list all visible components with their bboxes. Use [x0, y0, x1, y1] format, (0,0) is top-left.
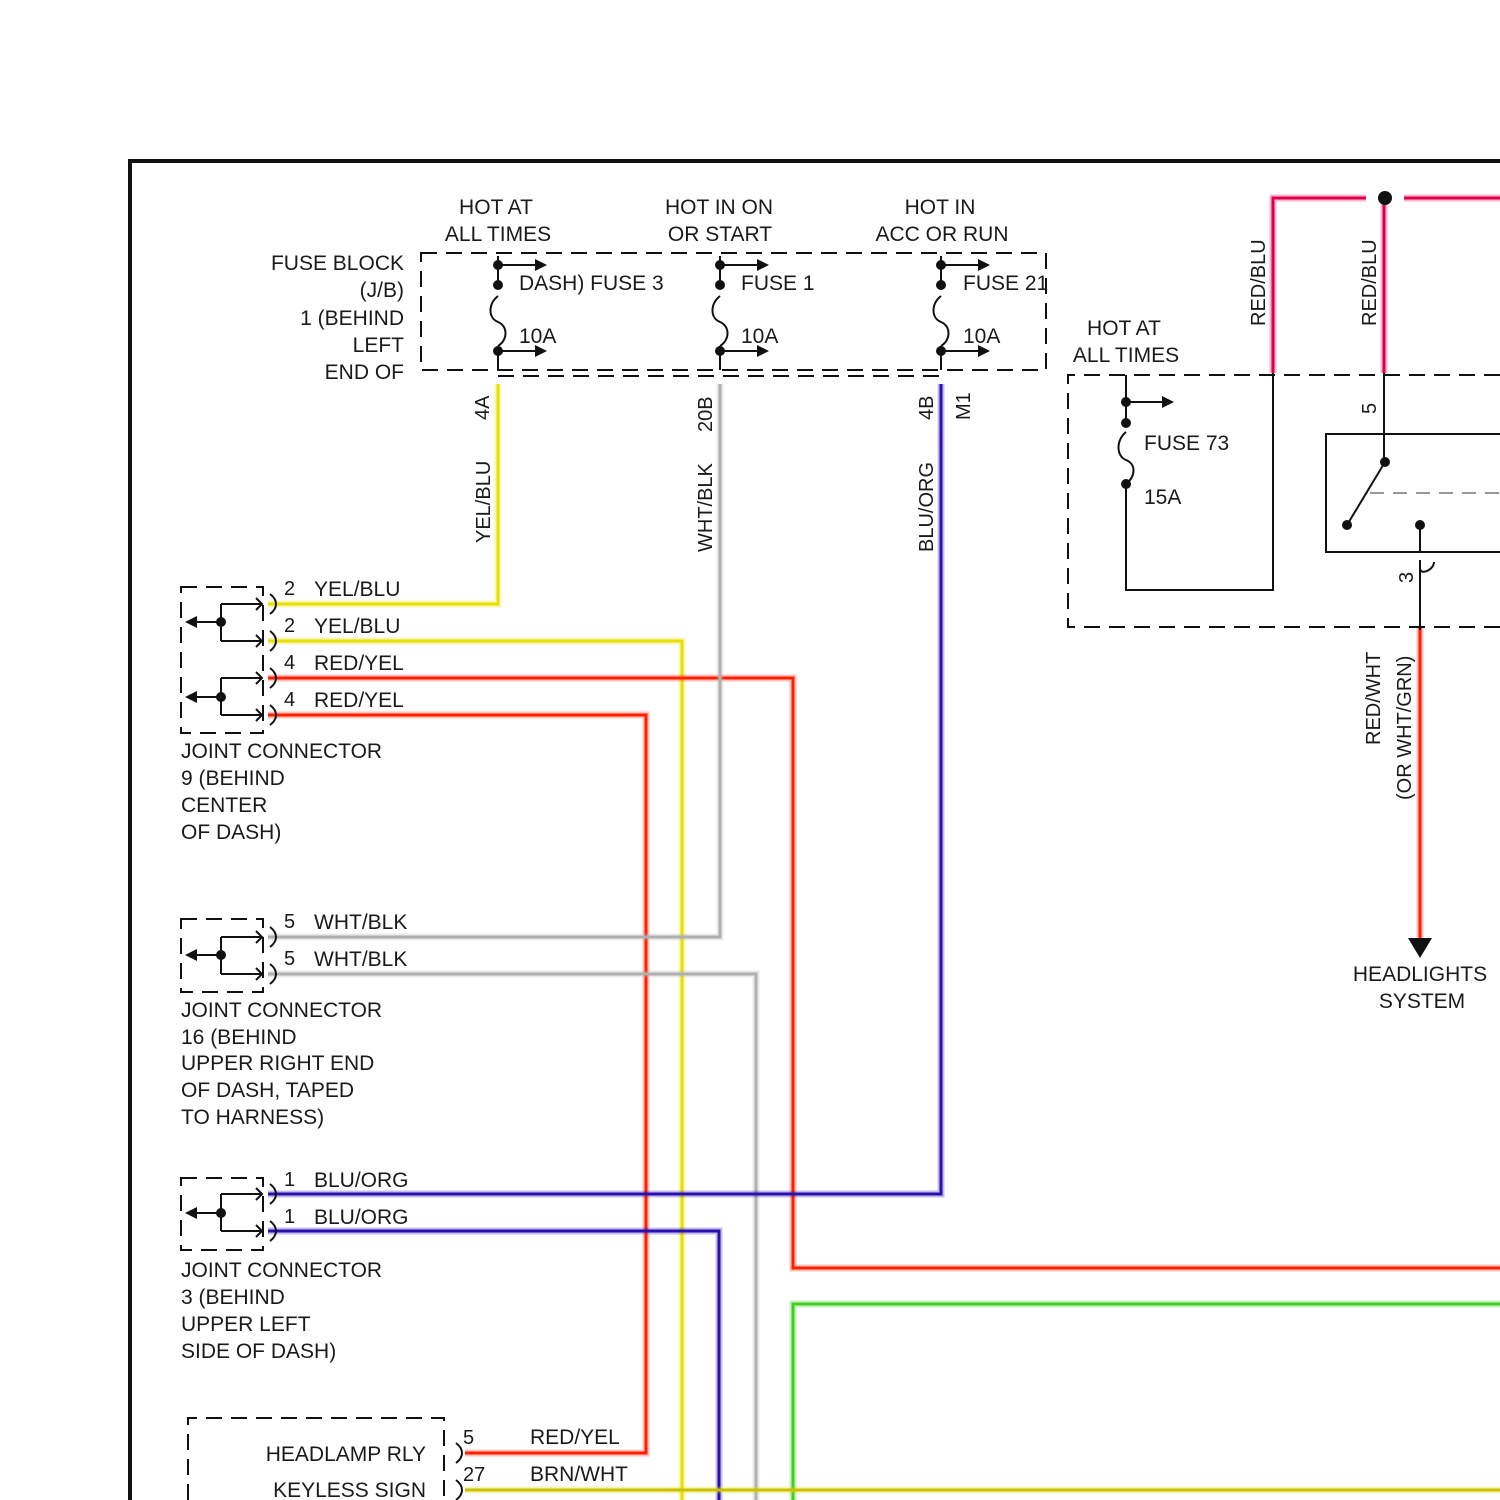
bottom-pin-27: 27 — [463, 1464, 485, 1486]
fuse-73-label: FUSE 73 — [1144, 432, 1229, 455]
bottom-pin-5: 5 — [463, 1427, 474, 1449]
hot-label-3a: HOT IN — [905, 196, 976, 219]
jc16-wire-2: WHT/BLK — [314, 948, 407, 971]
fuse-block-label-2: (J/B) — [360, 279, 404, 302]
jc16-pin-2: 5 — [284, 948, 295, 970]
wire-label-whtblk: WHT/BLK — [695, 462, 717, 552]
jc9-desc-3: CENTER — [181, 794, 267, 817]
wire-green-core — [793, 1304, 1500, 1500]
joint-connector-16 — [181, 919, 276, 992]
wire-label-yelblu: YEL/BLU — [473, 461, 495, 543]
jc16-desc-4: OF DASH, TAPED — [181, 1079, 354, 1102]
jc16-wire-1: WHT/BLK — [314, 911, 407, 934]
jc9-wire-4: RED/YEL — [314, 689, 404, 712]
jc9-pin-2: 2 — [284, 615, 295, 637]
pin-20b-label: 20B — [695, 396, 717, 432]
fuse-21-amp: 10A — [963, 325, 1000, 348]
pin-m1-label: M1 — [953, 392, 975, 420]
splice-dot — [1378, 191, 1392, 205]
hot-label-4a: HOT AT — [1087, 317, 1161, 340]
fuse-block-outline — [421, 253, 1046, 370]
wire-label-redblu-2: RED/BLU — [1359, 239, 1381, 326]
headlights-label-1: HEADLIGHTS — [1353, 963, 1487, 986]
jc3-desc-1: JOINT CONNECTOR — [181, 1259, 382, 1282]
fuse-73-amp: 15A — [1144, 486, 1181, 509]
jc9-desc-1: JOINT CONNECTOR — [181, 740, 382, 763]
fuse-block: FUSE BLOCK (J/B) 1 (BEHIND LEFT END OF D… — [271, 252, 1048, 384]
jc3-wire-2: BLU/ORG — [314, 1206, 409, 1229]
wire-label-bluorg: BLU/ORG — [916, 462, 938, 552]
jc16-desc-3: UPPER RIGHT END — [181, 1052, 374, 1075]
jc3-wire-1: BLU/ORG — [314, 1169, 409, 1192]
jc9-pin-3: 4 — [284, 652, 295, 674]
bottom-wire-redyel: RED/YEL — [530, 1426, 620, 1449]
jc3-desc-4: SIDE OF DASH) — [181, 1340, 336, 1363]
hot-label-2b: OR START — [668, 223, 772, 246]
hot-label-4b: ALL TIMES — [1073, 344, 1179, 367]
headlamp-rly-label: HEADLAMP RLY — [266, 1443, 426, 1466]
jc16-desc-5: TO HARNESS) — [181, 1106, 324, 1129]
jc9-desc-2: 9 (BEHIND — [181, 767, 285, 790]
wire-redblu-2-core — [1384, 198, 1500, 373]
bottom-wire-brnwht: BRN/WHT — [530, 1463, 628, 1486]
hot-label-2a: HOT IN ON — [665, 196, 773, 219]
fuse-3-amp: 10A — [519, 325, 556, 348]
pin-4b-label: 4B — [916, 396, 938, 420]
headlights-arrow-icon — [1408, 938, 1432, 958]
fuse-3-label: DASH) FUSE 3 — [519, 272, 664, 295]
wire-label-redwht: RED/WHT — [1363, 652, 1385, 745]
jc9-wire-3: RED/YEL — [314, 652, 404, 675]
jc16-desc-1: JOINT CONNECTOR — [181, 999, 382, 1022]
headlight-relay — [1326, 373, 1500, 630]
wire-yelblu-fuse3 — [268, 384, 498, 604]
fuse-1-label: FUSE 1 — [741, 272, 815, 295]
hot-label-1b: ALL TIMES — [445, 223, 551, 246]
jc9-pin-4: 4 — [284, 689, 295, 711]
joint-connector-3 — [181, 1178, 276, 1250]
jc9-desc-4: OF DASH) — [181, 821, 281, 844]
hot-label-1a: HOT AT — [459, 196, 533, 219]
joint-connector-9 — [181, 587, 276, 733]
fuse-block-label-4: LEFT — [353, 334, 405, 357]
jc9-pin-1: 2 — [284, 578, 295, 600]
fuse-21-label: FUSE 21 — [963, 272, 1048, 295]
jc3-pin-1: 1 — [284, 1169, 295, 1191]
wire-redblu-1 — [1273, 198, 1366, 373]
pin-3-label: 3 — [1396, 572, 1418, 583]
fuse-1-amp: 10A — [741, 325, 778, 348]
hot-label-3b: ACC OR RUN — [875, 223, 1008, 246]
wire-redblu-1-core — [1273, 198, 1366, 373]
jc16-pin-1: 5 — [284, 911, 295, 933]
jc9-wire-2: YEL/BLU — [314, 615, 400, 638]
fuse-block-label-3: 1 (BEHIND — [300, 307, 404, 330]
headlights-label-2: SYSTEM — [1379, 990, 1465, 1013]
jc16-desc-2: 16 (BEHIND — [181, 1026, 297, 1049]
pin-5-label: 5 — [1359, 403, 1381, 414]
fuse-block-label-1: FUSE BLOCK — [271, 252, 404, 275]
jc3-desc-2: 3 (BEHIND — [181, 1286, 285, 1309]
jc3-desc-3: UPPER LEFT — [181, 1313, 311, 1336]
pin-4a-label: 4A — [472, 395, 494, 420]
wire-label-redblu-1: RED/BLU — [1248, 239, 1270, 326]
jc3-pin-2: 1 — [284, 1206, 295, 1228]
wire-redblu-2 — [1384, 198, 1500, 373]
wire-label-orwhtgrn: (OR WHT/GRN) — [1394, 656, 1416, 800]
fuse-block-label-5: END OF — [325, 361, 404, 384]
wires — [268, 198, 1500, 1500]
wire-green — [793, 1304, 1500, 1500]
fuse-73-box — [1068, 373, 1500, 627]
wire-yelblu-fuse3-core — [268, 384, 498, 604]
keyless-sign-label: KEYLESS SIGN — [273, 1479, 426, 1500]
jc9-wire-1: YEL/BLU — [314, 578, 400, 601]
